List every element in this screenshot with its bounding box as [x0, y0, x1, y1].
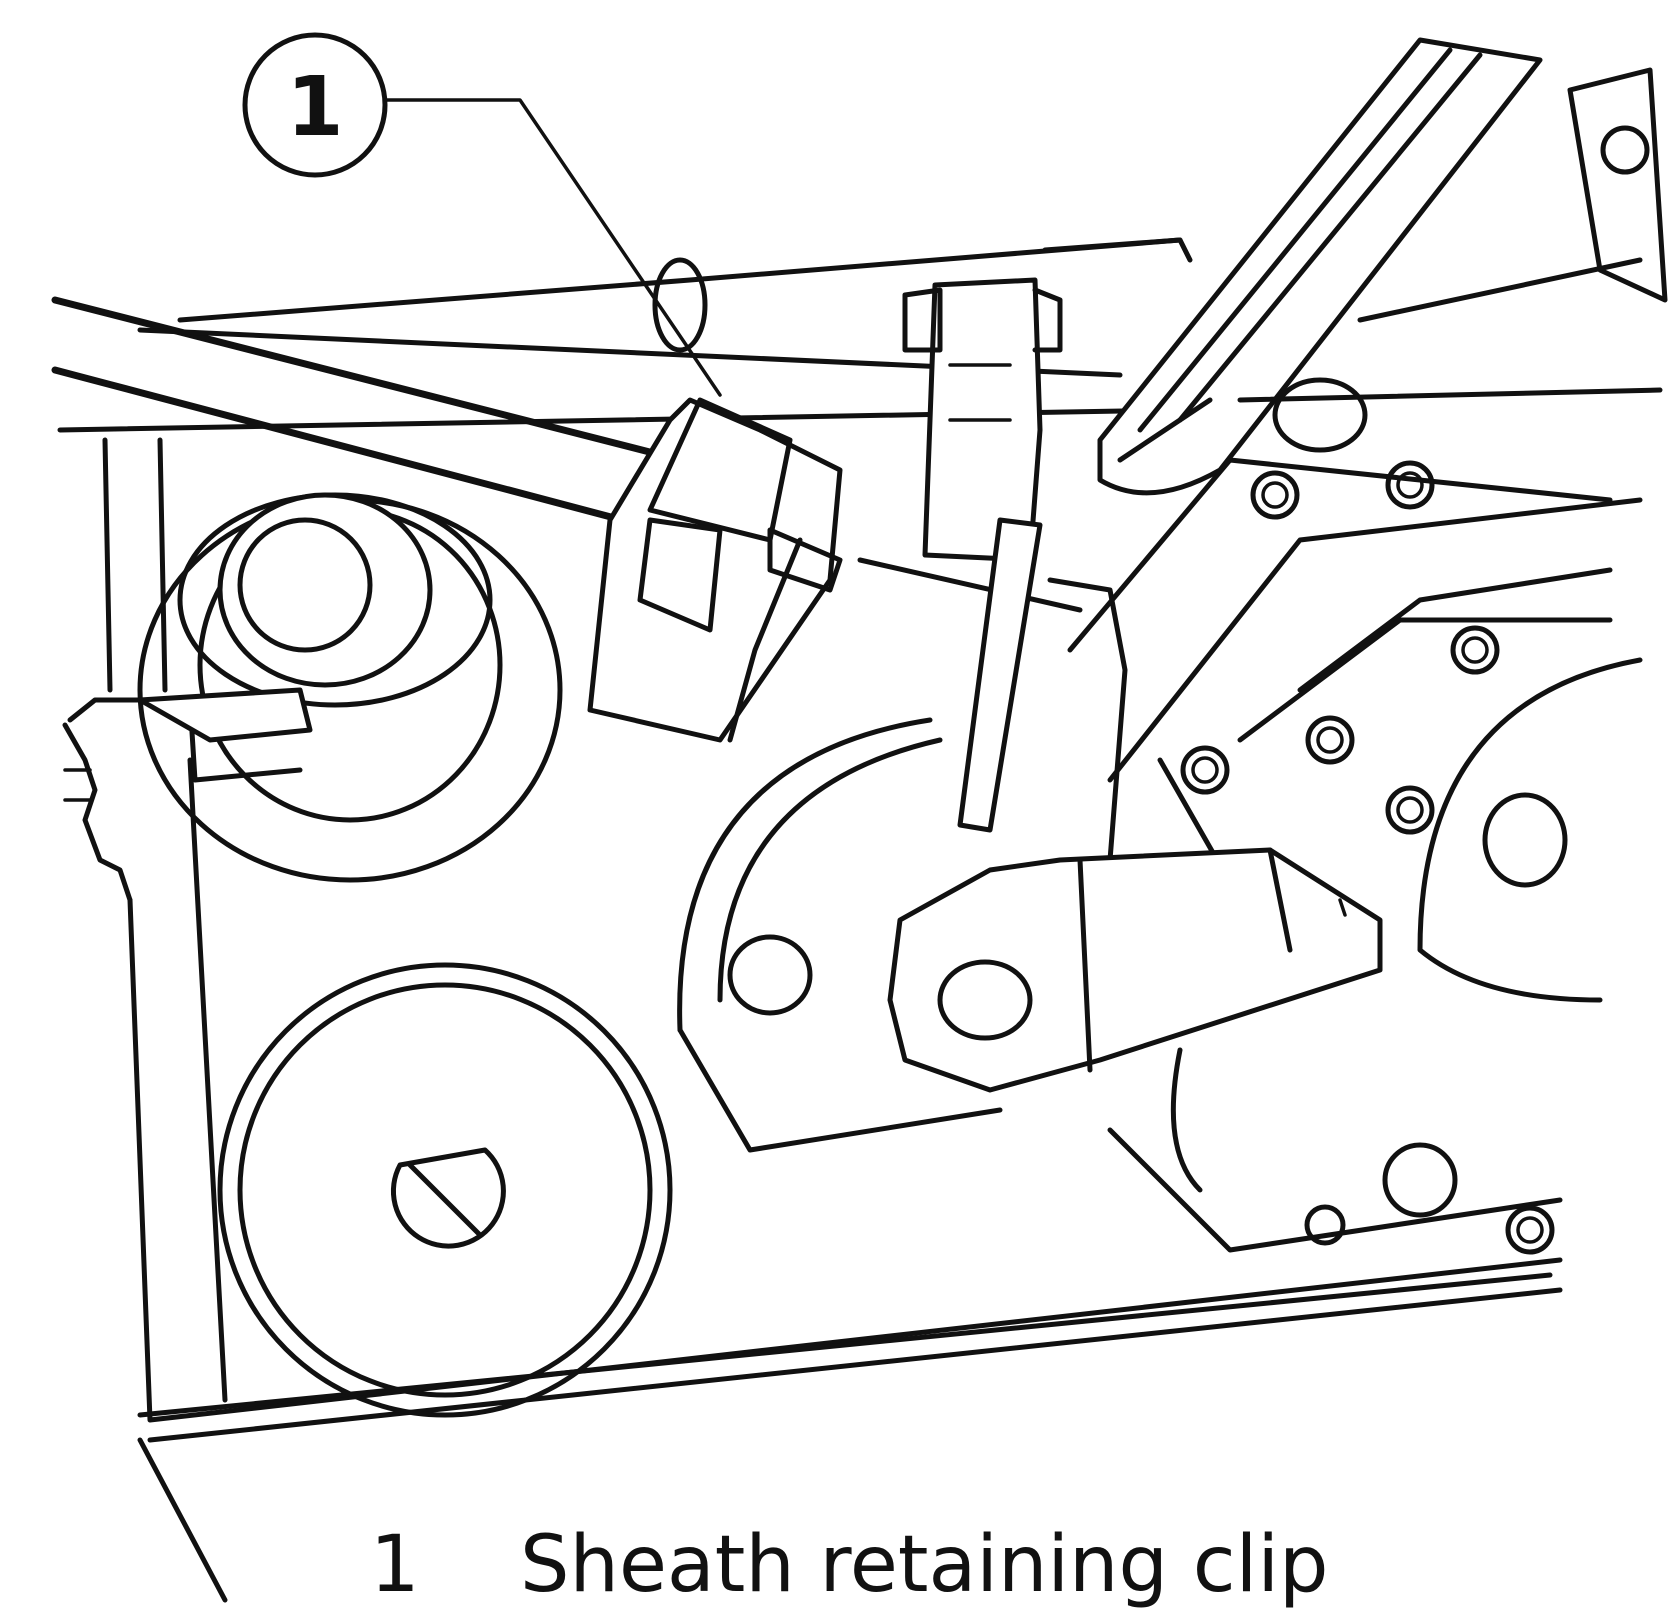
caption-label: Sheath retaining clip [520, 1520, 1329, 1610]
sheath-retaining-clip [587, 397, 843, 743]
lower-wheel [217, 962, 673, 1418]
operating-handle [1097, 37, 1668, 496]
quadrant-plate [677, 717, 1003, 1153]
callout-circle [242, 32, 388, 178]
caption-number: 1 [370, 1520, 420, 1610]
callout-1: 1 [242, 32, 722, 397]
callout-leader-line [383, 98, 722, 397]
upper-boss [137, 492, 563, 883]
callout-number: 1 [286, 60, 343, 155]
cable-anchor-block [902, 237, 1193, 833]
figure-caption: 1 Sheath retaining clip [370, 1515, 1329, 1615]
cam-lever [887, 847, 1383, 1193]
